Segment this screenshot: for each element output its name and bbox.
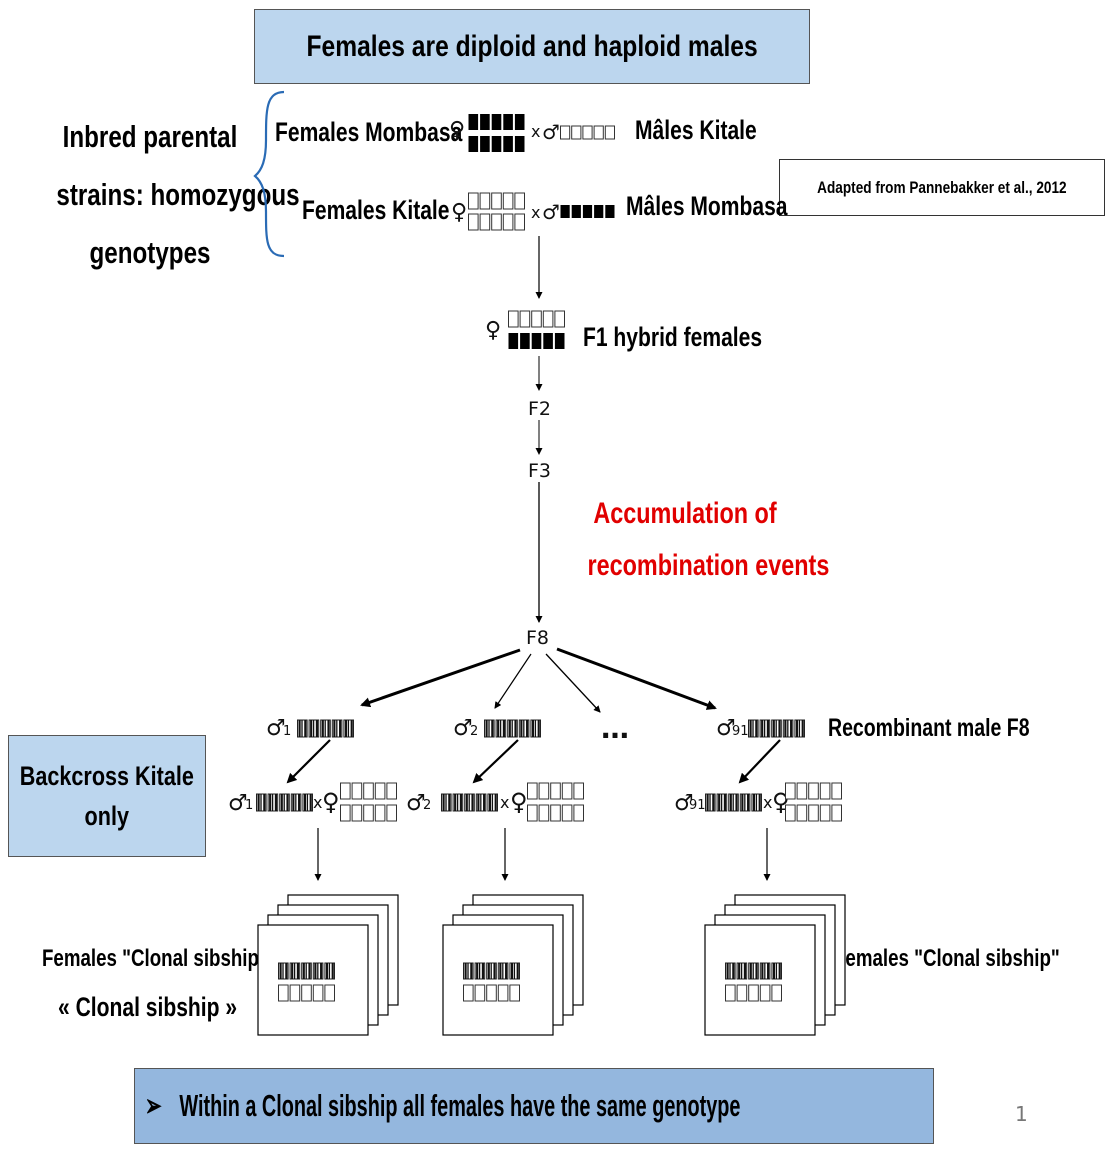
male91-symbol: ♂ [716,716,736,741]
genotype-bc1-female-top [340,782,397,800]
gen-f3: F3 [528,460,552,482]
bc1-male-id: 1 [245,798,254,813]
sibship-stack-1 [257,894,399,1036]
arrow-f8-to-ellipsis [545,653,601,713]
sibship-left-line2: « Clonal sibship » [58,992,238,1022]
cross1-male-label: Mâles Kitale [635,115,757,145]
cross1-female-label: Females Mombasa [275,117,463,147]
genotype-bc91-female-top [785,782,843,800]
parental-label: Inbred parental strains: homozygous geno… [30,108,299,282]
f1-label: F1 hybrid females [583,322,763,352]
genotype-male91 [748,719,806,738]
bc2-cross: x [500,793,510,812]
bc1-female-symbol: ♀ [322,788,340,816]
sibship-stack-2 [442,894,584,1036]
sibship-left-line1: Females "Clonal sibship" [42,945,268,972]
cross2-male-label: Mâles Mombasa [626,191,788,221]
genotype-bc1-male [256,793,313,812]
gen-f8: F8 [526,627,550,649]
genotype-bc2-female-bottom [527,804,585,822]
arrow-f8-to-male1 [360,648,521,708]
male1-id: 1 [283,724,292,739]
sibship-card-3 [257,924,369,1036]
bc91-male-id: 91 [689,798,706,813]
cross2-female-label: Females Kitale [302,195,450,225]
cross1-cross-symbol: x [531,122,541,141]
brace-shape [253,90,285,258]
conclusion-box: ➢ Within a Clonal sibship all females ha… [134,1068,934,1144]
sibship-right-label: Females "Clonal sibship" [834,945,1060,972]
arrow-male1-to-bc1 [286,739,331,784]
bullet-icon: ➢ [145,1088,162,1123]
conclusion-label: Within a Clonal sibship all females have… [179,1088,741,1123]
genotype-f-kitale-bottom [468,213,526,231]
cross1-male-symbol: ♂ [542,120,560,144]
genotype-f-mombasa-bottom [468,136,525,152]
genotype-bc2-female-top [527,782,585,800]
genotype-bc91-female-bottom [785,804,843,822]
arrow-f8-to-male2 [494,653,532,709]
bc91-cross: x [763,793,773,812]
accumulation-label: Accumulation of recombination events [560,488,830,592]
sibship-stack-3 [704,894,846,1036]
backcross-line1: Backcross Kitale [19,761,195,791]
sibship-stack-2-genotype-bottom [463,984,520,1002]
arrow-male2-to-bc2 [472,739,519,784]
genotype-f1-top [508,310,566,328]
citation-box: Adapted from Pannebakker et al., 2012 [779,159,1105,216]
sibship-stack-2-genotype-top [463,962,520,980]
parental-label-line1: Inbred parental [62,119,238,154]
title-box: Females are diploid and haploid males [254,9,810,84]
cross2-cross-symbol: x [531,203,541,222]
genotype-f-kitale-top [468,192,526,210]
page-number: 1 [1015,1102,1028,1126]
bc2-male-id: 2 [423,798,432,813]
genotype-f-mombasa-top [468,114,525,130]
genotype-f1-bottom [508,333,565,349]
backcross-line2: only [84,801,130,831]
sibship-stack-1-genotype-top [278,962,335,980]
bc2-male-symbol: ♂ [406,791,426,816]
genotype-m-mombasa [560,205,615,218]
genotype-bc91-male [705,793,763,812]
bc91-male-symbol: ♂ [674,791,694,816]
arrow-male91-to-bc91 [738,739,781,784]
cross2-female-symbol: ♀ [451,200,468,225]
sibship-stack-1-genotype-bottom [278,984,335,1002]
sibship-stack-3-genotype-top [725,962,783,980]
cross2-male-symbol: ♂ [542,200,560,224]
male91-id: 91 [732,724,749,739]
conclusion-text: ➢ Within a Clonal sibship all females ha… [145,1088,881,1124]
genotype-bc2-male [441,793,498,812]
parental-label-line3: genotypes [89,235,211,270]
sibship-stack-3-genotype-bottom [725,984,783,1002]
sibship-card-3 [704,924,816,1036]
genotype-male1 [297,719,354,738]
citation-text: Adapted from Pannebakker et al., 2012 [817,177,1067,197]
gen-f2: F2 [528,398,552,420]
genotype-m-kitale [560,125,615,140]
genotype-male2 [484,719,542,738]
ellipsis-text: … [601,712,629,745]
recombinant-label: Recombinant male F8 [828,714,1030,742]
male1-symbol: ♂ [266,716,286,741]
bc2-female-symbol: ♀ [510,788,528,816]
f1-female-symbol: ♀ [485,318,502,343]
male2-symbol: ♂ [453,716,473,741]
arrow-f8-to-male91 [556,647,717,710]
cross1-female-symbol: ♀ [449,118,466,143]
genotype-bc1-female-bottom [340,804,397,822]
bc1-cross: x [313,793,323,812]
backcross-box: Backcross Kitale only [8,735,206,857]
male2-id: 2 [470,724,479,739]
bc1-male-symbol: ♂ [228,791,248,816]
accumulation-line1: Accumulation of [593,497,777,530]
sibship-card-3 [442,924,554,1036]
title-text: Females are diploid and haploid males [306,29,758,63]
